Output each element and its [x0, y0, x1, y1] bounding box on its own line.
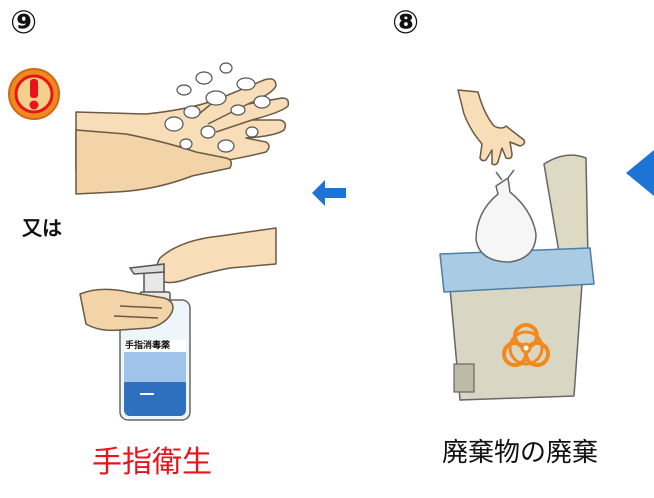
arrow-left-icon [626, 150, 654, 196]
hand-washing-illustration [75, 62, 290, 195]
arrow-left-icon [312, 180, 346, 206]
step-number-8: ⑧ [392, 3, 420, 41]
warning-icon [8, 68, 60, 120]
step-number-9: ⑨ [10, 3, 38, 41]
waste-bin-illustration [439, 154, 595, 401]
biohazard-icon [502, 323, 550, 367]
caption-hand-hygiene: 手指衛生 [92, 445, 212, 480]
caption-disposal: 廃棄物の廃棄 [442, 438, 599, 468]
hand-sanitizer-illustration [79, 227, 277, 421]
hand-dropping-illustration [457, 89, 526, 166]
alt-label: 又は [22, 216, 62, 240]
bottle-label: 手指消毒薬 [125, 341, 171, 351]
